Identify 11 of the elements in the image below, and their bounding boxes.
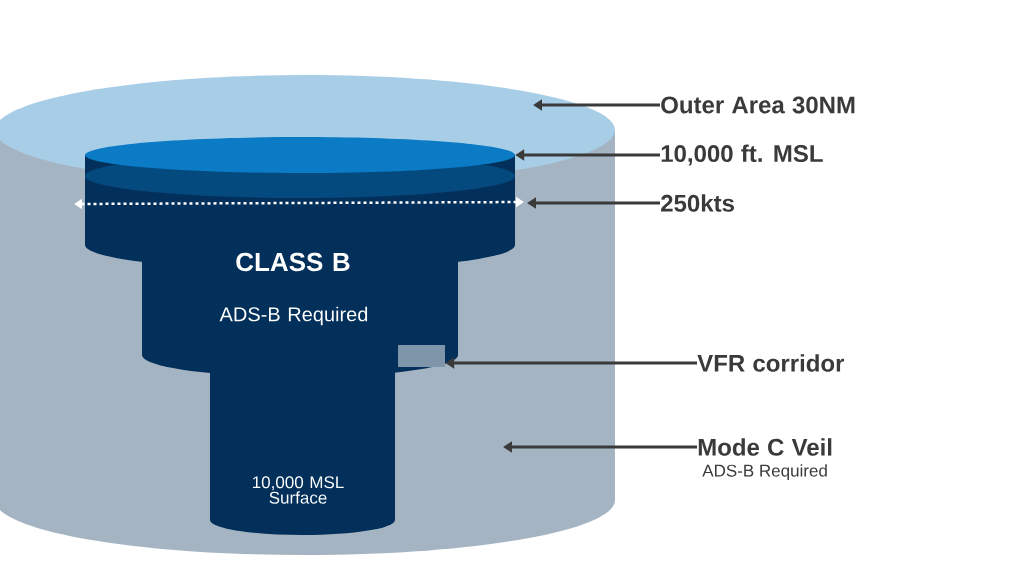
callout-label: Outer Area 30NM	[661, 96, 855, 114]
corridor-box	[398, 345, 445, 367]
callout-label: 10,000 ft. MSL	[661, 144, 823, 166]
callout-label: Mode C Veil	[698, 438, 832, 456]
callout-note: ADS-B Required	[702, 464, 827, 481]
airspace-note: ADS-B Required	[219, 306, 368, 326]
airspace-title: CLASS B	[236, 252, 350, 272]
class-b-drawing	[85, 137, 515, 535]
callout-label: VFR corridor	[697, 354, 845, 372]
callout-label: 250kts	[661, 194, 734, 212]
altitude-range: 10,000 MSL Surface	[253, 476, 344, 504]
